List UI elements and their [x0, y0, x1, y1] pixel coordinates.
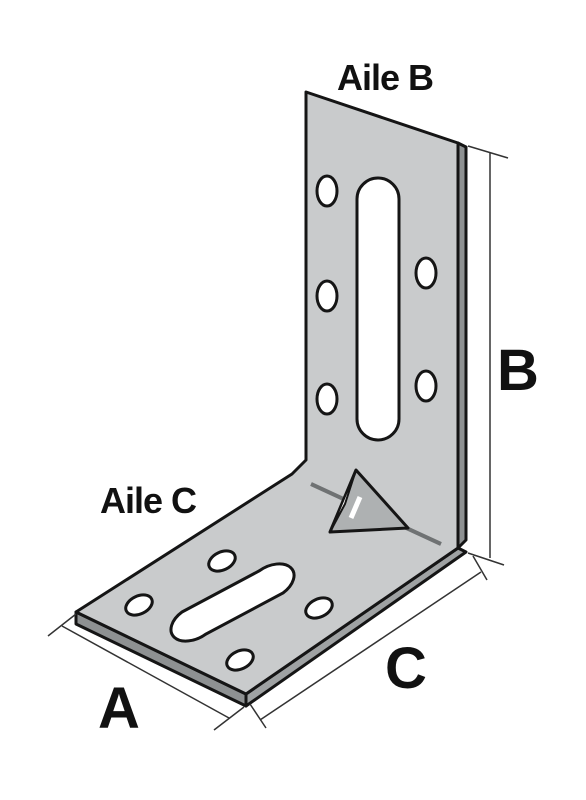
dim-a-line — [61, 625, 230, 719]
wing-b-hole — [315, 174, 339, 208]
dim-a-extension-right — [213, 706, 245, 731]
wing-b-hole — [414, 369, 438, 403]
wing-c-hole — [225, 648, 255, 672]
wing-c-label: Aile C — [100, 480, 197, 521]
wing-b-hole — [414, 256, 438, 290]
dim-b-extension-bottom — [467, 552, 505, 566]
dim-a-extension-left — [47, 613, 77, 637]
wing-c-slot — [169, 562, 296, 643]
rib-shadow — [329, 469, 357, 533]
wing-b-holes — [315, 174, 438, 442]
wing-b-hole — [315, 279, 339, 313]
wing-c-holes — [124, 549, 334, 672]
dim-b-extension-top — [467, 145, 509, 159]
wing-b-label: Aile B — [337, 57, 434, 98]
dim-c-extension-right — [472, 555, 488, 581]
wing-b-hole — [315, 382, 339, 416]
rib-highlight — [348, 496, 363, 519]
dimension-lines — [47, 145, 509, 731]
dim-c-extension-left — [249, 703, 267, 729]
dimension-c-label: C — [385, 636, 427, 701]
wing-c-hole — [207, 549, 237, 573]
dimension-a-label: A — [98, 676, 140, 741]
wing-b-slot — [355, 176, 401, 442]
dimension-b-label: B — [497, 338, 539, 403]
stiffening-rib — [310, 468, 442, 546]
wing-c-hole — [124, 593, 154, 617]
dim-c-line — [259, 571, 482, 721]
wing-c-hole — [304, 596, 334, 620]
